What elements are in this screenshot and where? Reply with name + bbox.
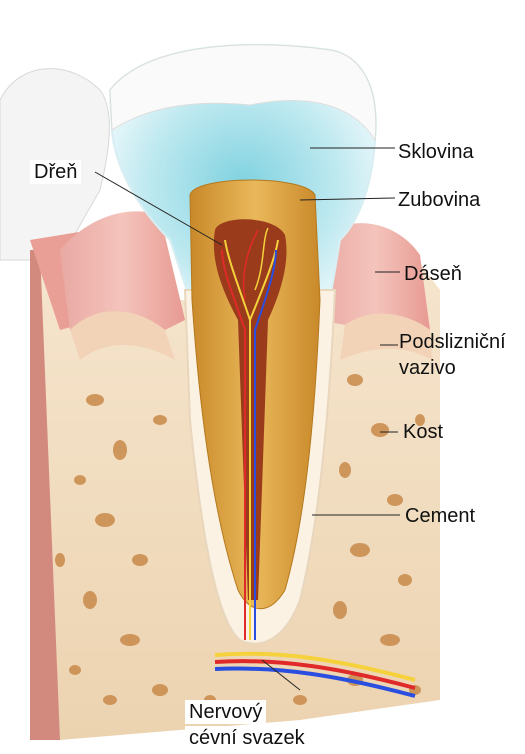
label-podslizn-line2: vazivo xyxy=(399,356,456,380)
label-zubovina: Zubovina xyxy=(398,188,480,212)
label-nerv-line1: Nervový xyxy=(185,700,266,724)
label-dasen: Dáseň xyxy=(404,262,462,286)
label-podslizn-line1: Podslizniční xyxy=(399,330,506,354)
label-dren: Dřeň xyxy=(30,160,81,184)
label-sklovina: Sklovina xyxy=(398,140,474,164)
label-cement: Cement xyxy=(405,504,475,528)
label-nerv-line2: cévní svazek xyxy=(185,726,309,750)
label-kost: Kost xyxy=(403,420,443,444)
